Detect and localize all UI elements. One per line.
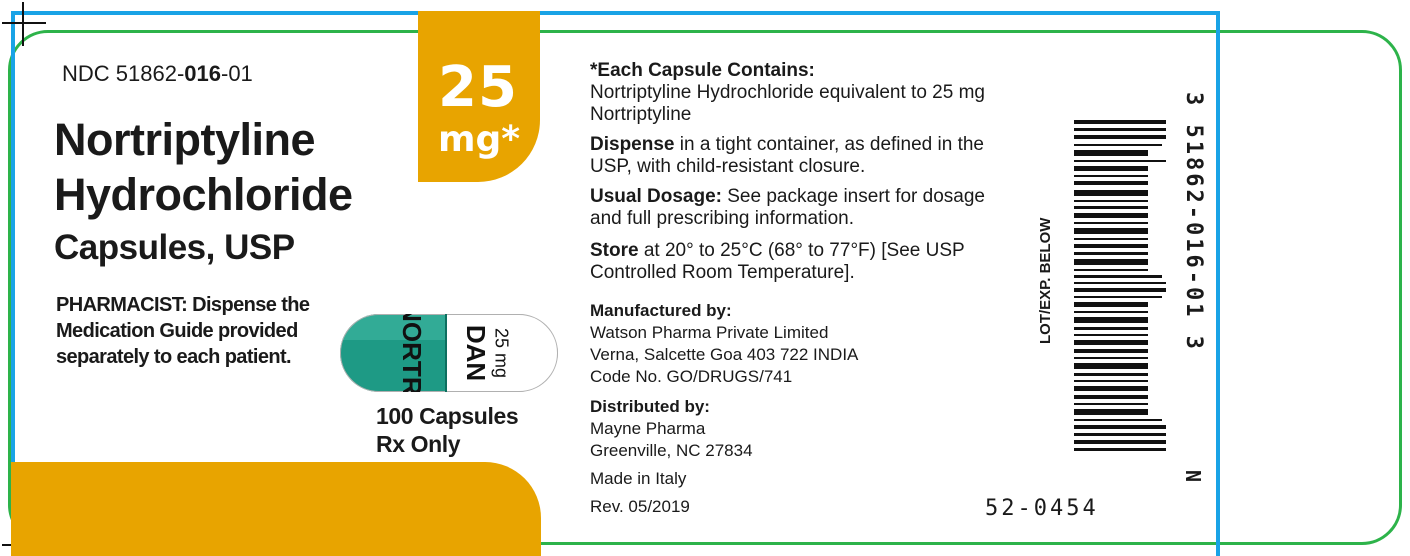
strength-amount: 25 [438, 55, 518, 120]
dosage-instructions: Usual Dosage: See package insert for dos… [590, 186, 1010, 230]
drug-name: Nortriptyline Hydrochloride [54, 112, 353, 222]
dosage-text: See package insert for dosage and full p… [590, 186, 985, 229]
barcode [1074, 120, 1166, 451]
lot-exp-label: LOT/EXP. BELOW [1037, 217, 1054, 344]
country-of-origin: Made in Italy [590, 469, 687, 488]
drug-name-line2: Hydrochloride [54, 169, 353, 220]
drug-name-line1: Nortriptyline [54, 114, 316, 165]
storage-label: Store [590, 240, 639, 261]
capsule-image: NORTRI DAN 25 mg [340, 314, 558, 392]
pharmacist-note: PHARMACIST: Dispense the Medication Guid… [56, 294, 310, 368]
manufacturer-block: Manufactured by: Watson Pharma Private L… [590, 300, 950, 388]
manufacturer-name: Watson Pharma Private Limited [590, 323, 829, 342]
distributor-address: Greenville, NC 27834 [590, 441, 753, 460]
ndc-prefix: NDC 51862- [62, 61, 185, 86]
strength-unit: mg* [437, 119, 521, 160]
capsule-count: 100 Capsules [376, 403, 519, 429]
barcode-digits: 3 51862-016-01 3 [1181, 92, 1206, 352]
dispense-text: in a tight container, as defined in the … [590, 134, 984, 177]
revision-date: Rev. 05/2019 [590, 497, 690, 516]
manufacturer-label: Manufactured by: [590, 301, 732, 320]
distributor-label: Distributed by: [590, 397, 710, 416]
storage-instructions: Store at 20° to 25°C (68° to 77°F) [See … [590, 240, 990, 284]
capsule-cap-imprint: NORTRI [397, 314, 427, 392]
dosage-form: Capsules, USP [54, 228, 295, 267]
label-outline [8, 30, 1402, 545]
barcode-check-char: N [1181, 470, 1205, 483]
storage-text: at 20° to 25°C (68° to 77°F) [See USP Co… [590, 240, 965, 283]
crop-mark [22, 2, 24, 46]
item-code: 52-0454 [985, 496, 1099, 521]
accent-band [11, 462, 541, 556]
composition: *Each Capsule Contains: Nortriptyline Hy… [590, 60, 1010, 126]
ndc-product-code: 016 [184, 61, 221, 86]
strength-tab [418, 11, 540, 182]
composition-heading: *Each Capsule Contains: [590, 60, 815, 81]
capsule-strength-imprint: 25 mg [491, 328, 511, 378]
capsule-logo-imprint: DAN [461, 325, 491, 381]
ndc-suffix: -01 [221, 61, 253, 86]
distributor-name: Mayne Pharma [590, 419, 706, 438]
manufacturer-address: Verna, Salcette Goa 403 722 INDIA [590, 345, 859, 364]
package-count: 100 Capsules Rx Only [376, 402, 519, 458]
trim-line [11, 11, 1220, 556]
rx-only: Rx Only [376, 431, 461, 457]
dispense-label: Dispense [590, 134, 675, 155]
ndc-number: NDC 51862-016-01 [62, 61, 253, 87]
composition-text: Nortriptyline Hydrochloride equivalent t… [590, 82, 985, 125]
dosage-label: Usual Dosage: [590, 186, 722, 207]
dispense-instructions: Dispense in a tight container, as define… [590, 134, 1010, 178]
manufacturer-code: Code No. GO/DRUGS/741 [590, 367, 793, 386]
crop-mark [2, 22, 46, 24]
distributor-block: Distributed by: Mayne Pharma Greenville,… [590, 396, 950, 462]
